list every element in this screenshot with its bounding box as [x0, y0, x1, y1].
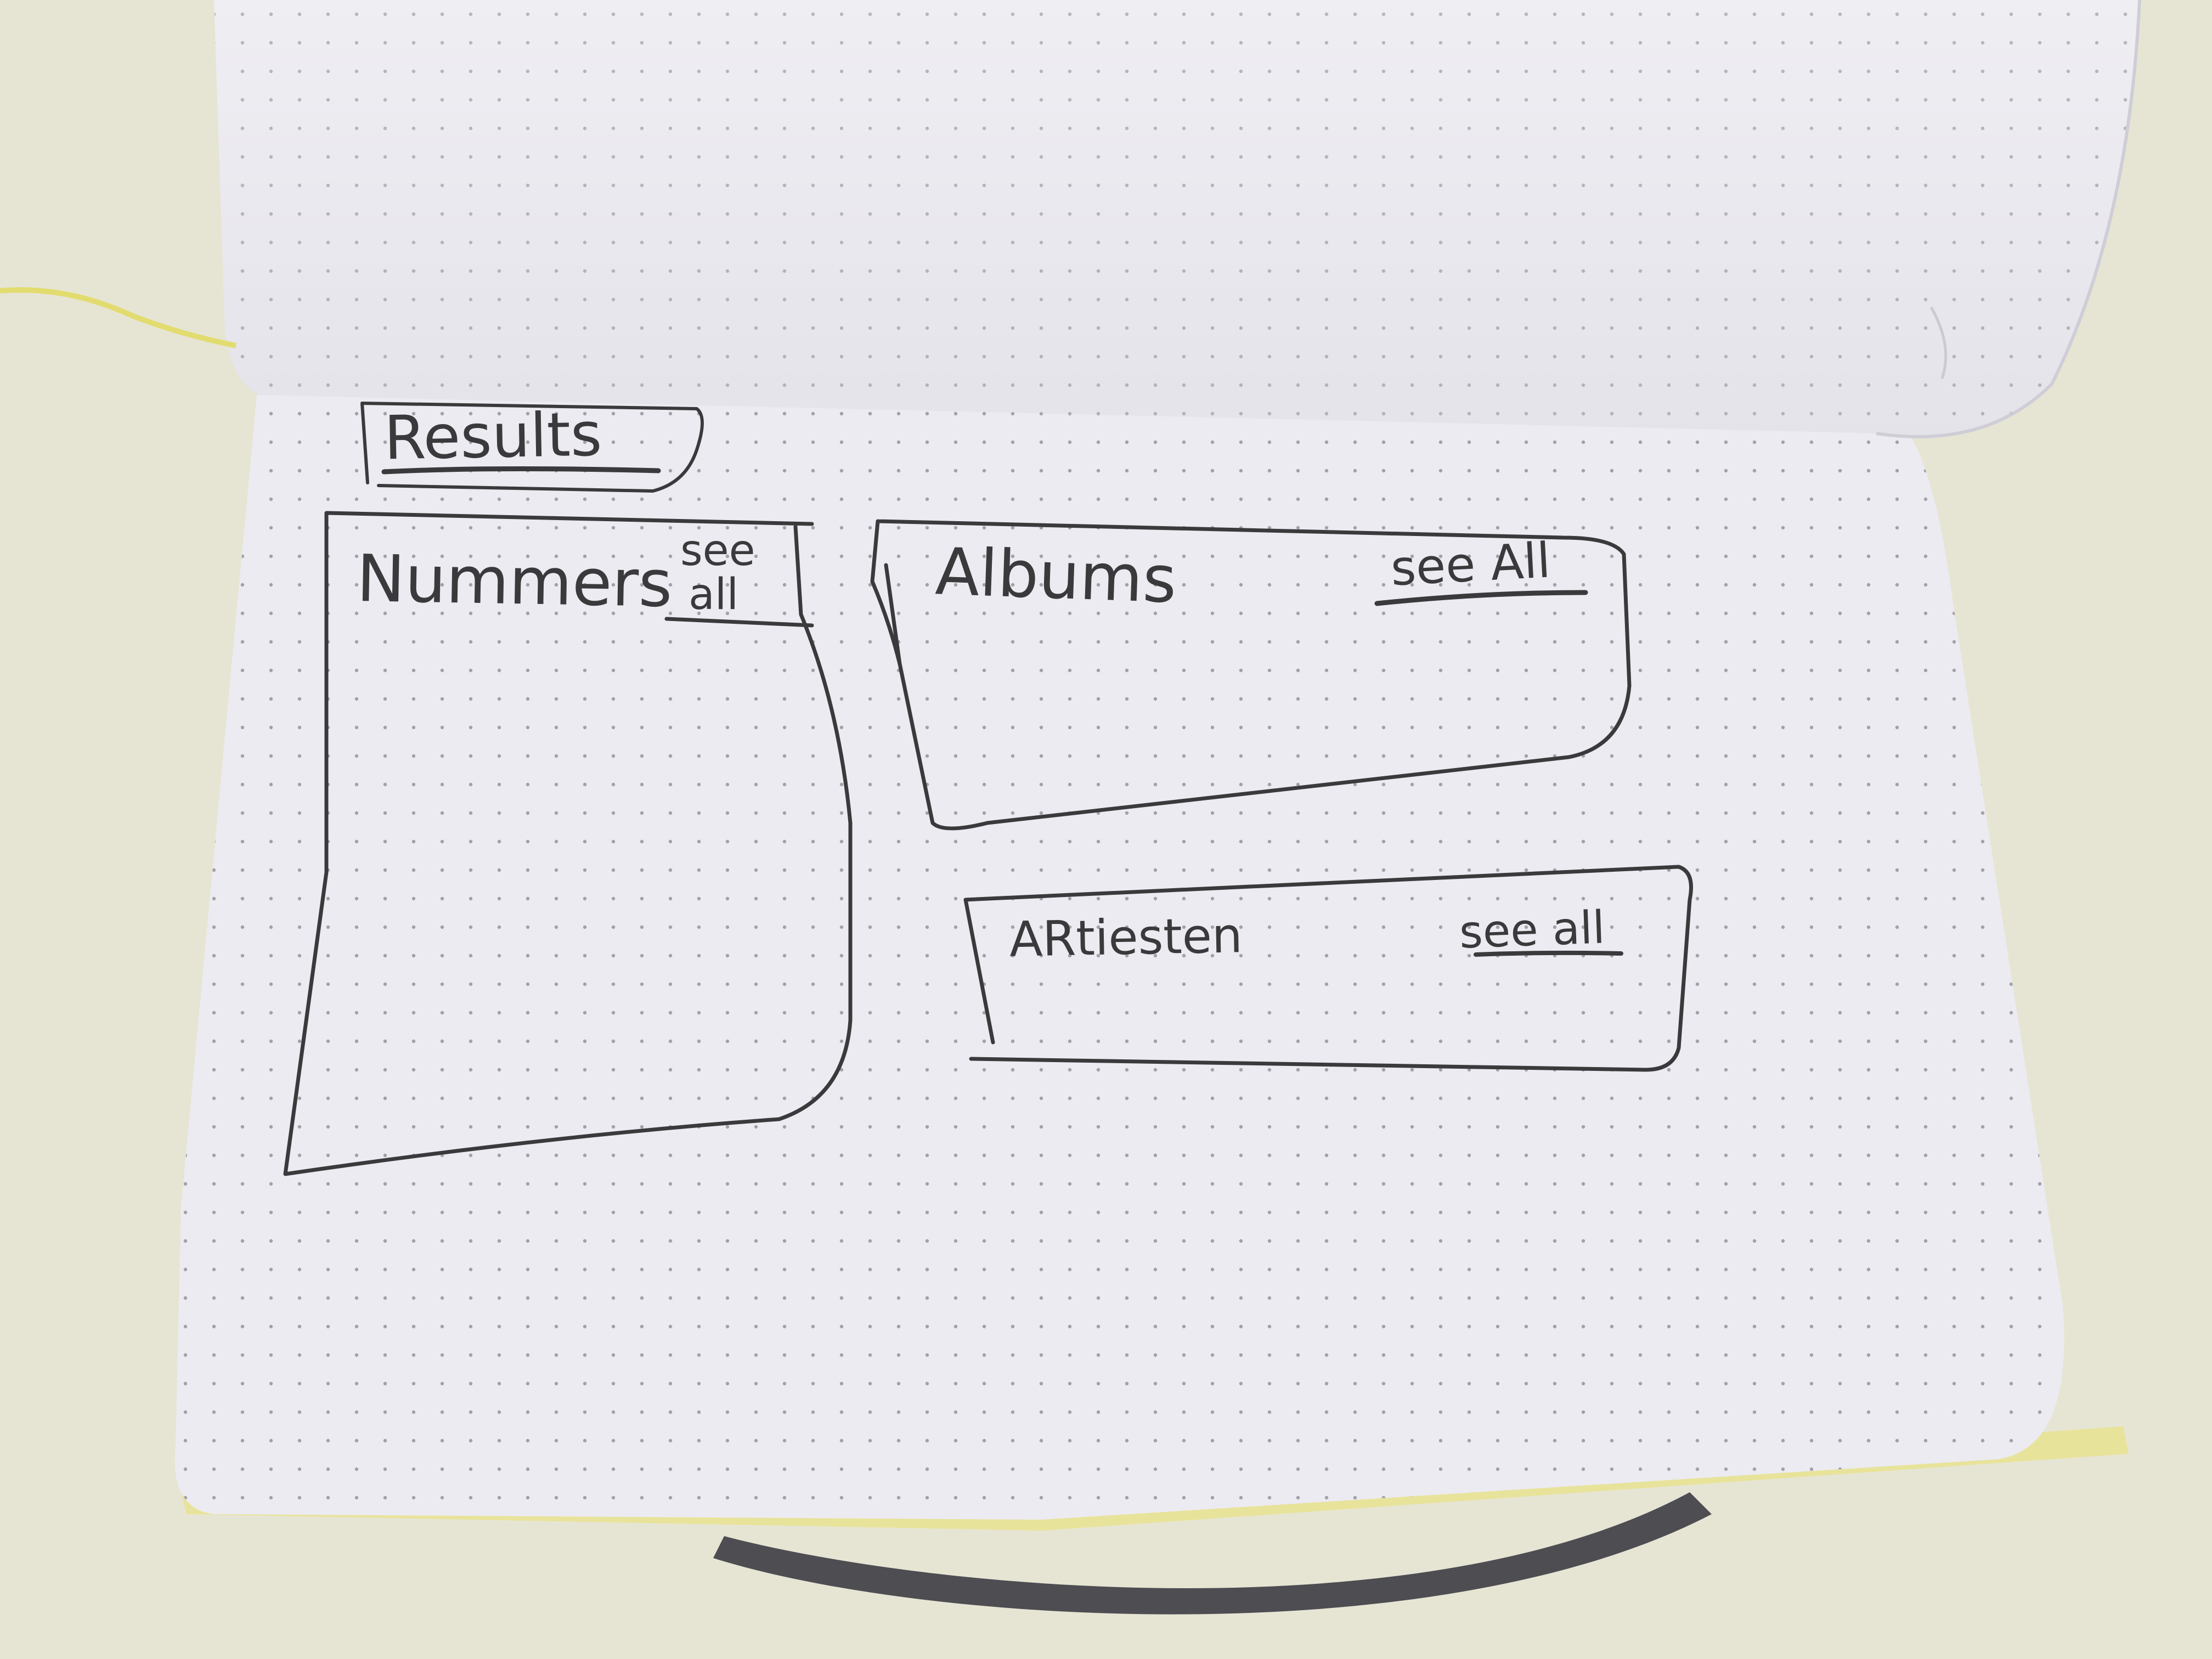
artiesten-panel-outline [963, 865, 1693, 1072]
nummers-see-all-line1[interactable]: see [680, 526, 755, 575]
artiesten-see-all-link[interactable]: see all [1458, 901, 1606, 959]
albums-panel-title: Albums [934, 533, 1178, 618]
albums-see-all-link[interactable]: see All [1389, 532, 1552, 597]
artiesten-panel-title: ARtiesten [1009, 907, 1243, 968]
bookmark-ribbon [0, 287, 236, 348]
elastic-strap [713, 1492, 1712, 1615]
albums-panel-outline [870, 519, 1632, 831]
nummers-panel-outline [283, 511, 853, 1176]
nummers-see-all-line2[interactable]: all [689, 570, 739, 619]
results-heading: Results [383, 399, 603, 473]
results-tab-outline [360, 402, 704, 493]
nummers-panel-title: Nummers [356, 540, 673, 622]
